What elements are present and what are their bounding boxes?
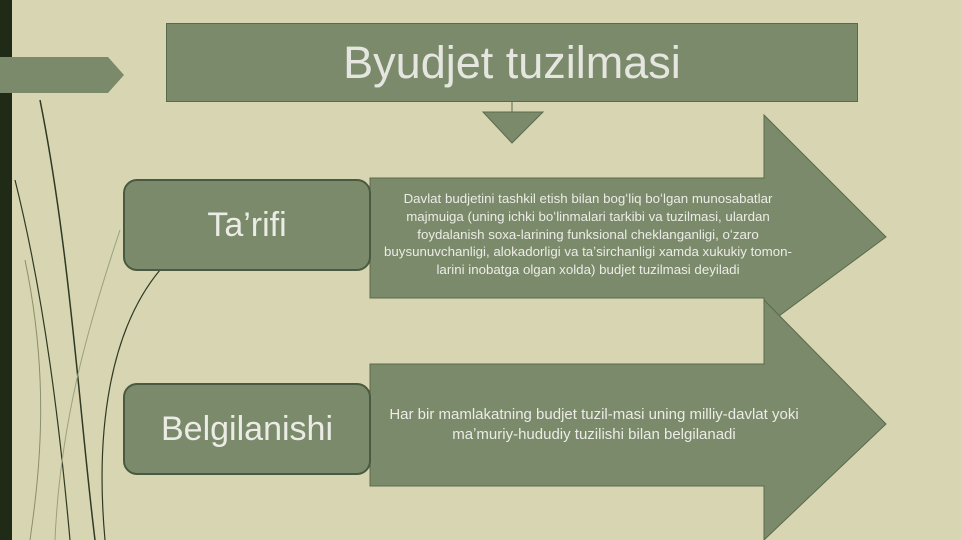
side-tab-arrow xyxy=(0,57,124,93)
label-box-belgilanishi: Belgilanishi xyxy=(123,383,371,475)
left-accent-bar xyxy=(0,0,12,540)
title-box: Byudjet tuzilmasi xyxy=(166,23,858,102)
label-belgilanishi: Belgilanishi xyxy=(161,409,333,448)
down-arrow xyxy=(481,102,545,144)
arrow-shape-2 xyxy=(369,298,887,540)
arrow-shape-1 xyxy=(369,113,887,328)
definition-text: Davlat budjetini tashkil etish bilan bog… xyxy=(384,191,792,278)
label-box-tarifi: Ta’rifi xyxy=(123,179,371,271)
determination-text: Har bir mamlakatning budjet tuzil-masi u… xyxy=(389,406,799,444)
page-title: Byudjet tuzilmasi xyxy=(343,37,681,88)
label-tarifi: Ta’rifi xyxy=(207,205,287,244)
